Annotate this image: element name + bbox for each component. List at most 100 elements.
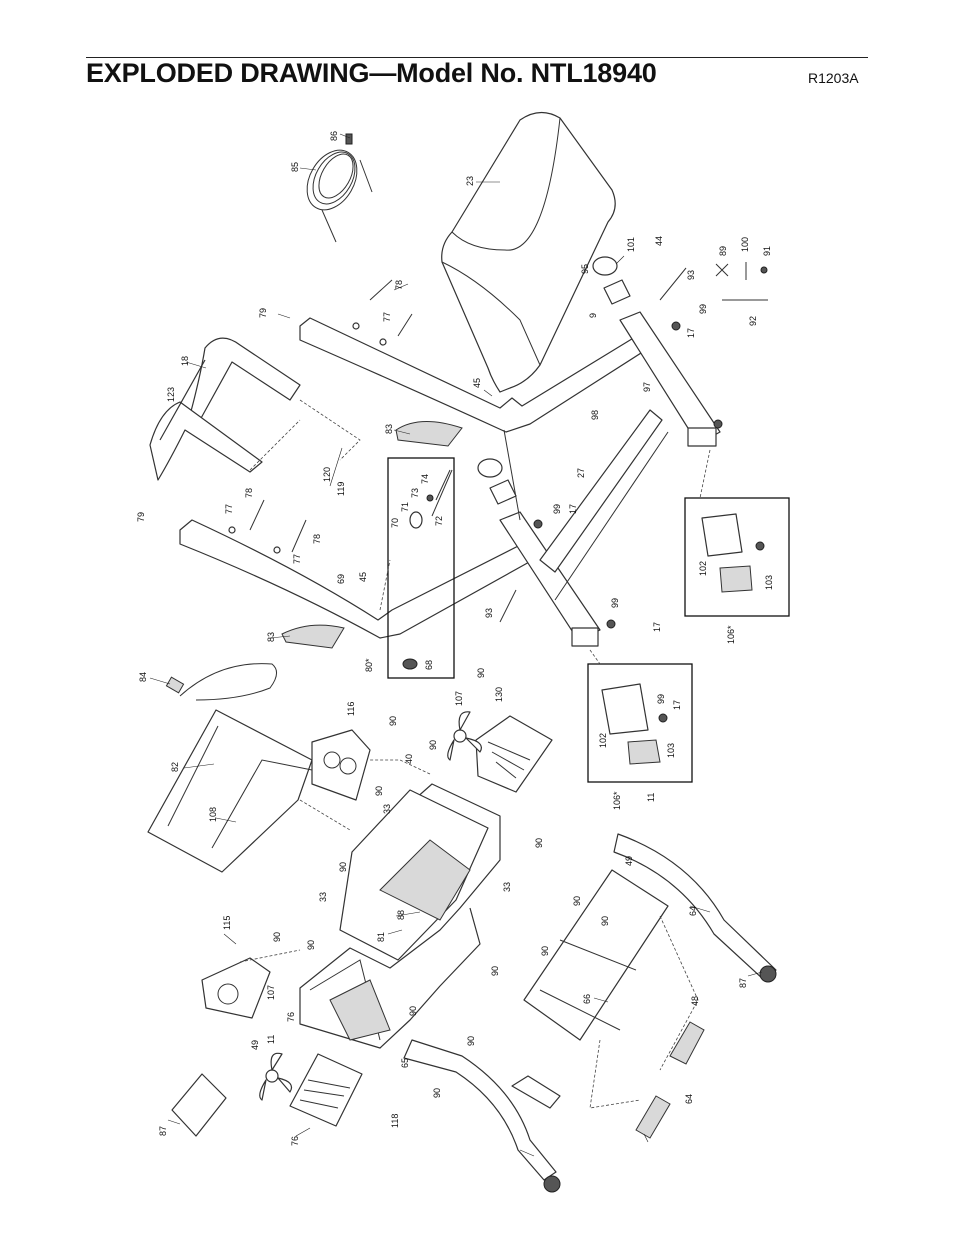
upright-right-64 [613, 833, 777, 983]
wheel-assemblies [477, 256, 631, 505]
shroud-lower [281, 624, 345, 649]
callout-label: 17 [686, 328, 696, 338]
callout-label: 78 [312, 534, 322, 544]
callout-label: 103 [666, 743, 676, 758]
callout-label: 71 [400, 502, 410, 512]
fan-107-lower [259, 1052, 293, 1101]
callout-label: 90 [408, 1006, 418, 1016]
handrail-upper [149, 337, 301, 481]
callout-label: 90 [428, 740, 438, 750]
callout-label: 77 [224, 504, 234, 514]
callout-label: 74 [420, 474, 430, 484]
callout-label: 78 [394, 280, 404, 290]
end-cap-parts [601, 513, 753, 765]
callout-label: 90 [476, 668, 486, 678]
belt-clip [165, 676, 185, 694]
callout-label: 84 [138, 672, 148, 682]
callout-label: 17 [652, 622, 662, 632]
callout-label: 27 [576, 468, 586, 478]
callout-label: 99 [698, 304, 708, 314]
page-title: EXPLODED DRAWING—Model No. NTL18940 [86, 58, 657, 88]
base-housing [299, 783, 501, 1049]
callout-label: 48 [690, 996, 700, 1006]
callout-label: 11 [646, 793, 656, 802]
hardware-bolts [228, 267, 765, 723]
callout-label: 49 [250, 1040, 260, 1050]
assembly-lines [239, 399, 711, 1109]
callout-label: 100 [740, 237, 750, 252]
callout-label: 68 [424, 660, 434, 670]
callout-label: 90 [600, 916, 610, 926]
callout-label: 90 [272, 932, 282, 942]
callout-label: 88 [396, 910, 406, 920]
callout-label: 65 [400, 1058, 410, 1068]
callout-label: 90 [432, 1088, 442, 1098]
callout-label: 33 [318, 892, 328, 902]
callout-label: 44 [654, 236, 664, 246]
small-parts-right [715, 262, 768, 301]
fan-housing-115 [201, 957, 271, 1019]
callout-label: 73 [410, 488, 420, 498]
fan-housing-116 [311, 729, 371, 801]
callout-label: 83 [266, 632, 276, 642]
callout-label: 85 [290, 162, 300, 172]
callout-label: 45 [358, 572, 368, 582]
callout-label: 40 [404, 754, 414, 764]
callout-label: 116 [346, 702, 356, 716]
manual-box [171, 1073, 227, 1137]
callout-label: 95 [580, 264, 590, 274]
callout-label: 76 [290, 1136, 300, 1146]
fan-107-upper [447, 711, 482, 761]
detail-box-106-upper [684, 497, 790, 617]
callout-label: 87 [738, 978, 748, 988]
callout-label: 130 [494, 687, 504, 702]
callout-label: 97 [642, 382, 652, 392]
callout-label: 87 [158, 1126, 168, 1136]
cap-76-upper [669, 1021, 705, 1065]
callout-label: 107 [266, 985, 276, 1000]
leader-lines [149, 133, 763, 1157]
detail-box-80 [387, 457, 455, 679]
callout-label: 91 [762, 246, 772, 256]
callout-label: 72 [434, 516, 444, 526]
console-pan [147, 709, 313, 873]
callout-label: 23 [465, 176, 475, 186]
header-rule [86, 57, 868, 58]
callout-label: 92 [748, 316, 758, 326]
drawing-code: R1203A [808, 70, 859, 86]
grille-65 [289, 1053, 363, 1127]
callout-label: 83 [384, 424, 394, 434]
motor-hood [441, 111, 616, 393]
upright-left-64 [403, 1039, 561, 1193]
callout-label: 49 [624, 856, 634, 866]
callout-label: 81 [376, 932, 386, 942]
shroud-upper [395, 420, 463, 447]
callout-label: 107 [454, 691, 464, 706]
callout-label: 66 [582, 994, 592, 1004]
belt-loop [179, 663, 277, 701]
callout-label: 79 [136, 512, 146, 522]
callout-label: 77 [292, 554, 302, 564]
callout-label: 103 [764, 575, 774, 590]
callout-label: 78 [244, 488, 254, 498]
callout-label: 115 [222, 916, 232, 930]
callout-label: 64 [688, 906, 698, 916]
callout-label: 90 [388, 716, 398, 726]
callout-label: 123 [166, 387, 176, 402]
cap-76-lower [635, 1095, 671, 1139]
upright-frame [179, 311, 721, 647]
callout-label: 106* [612, 791, 622, 810]
callout-label: 118 [390, 1114, 400, 1128]
callout-label: 98 [590, 410, 600, 420]
callout-label: 79 [258, 308, 268, 318]
callout-label: 90 [306, 940, 316, 950]
callout-label: 108 [208, 807, 218, 822]
callout-label: 11 [266, 1035, 276, 1044]
callout-label: 99 [656, 694, 666, 704]
callout-label: 93 [686, 270, 696, 280]
callout-label: 90 [338, 862, 348, 872]
callout-label: 82 [170, 762, 180, 772]
callout-label: 101 [626, 237, 636, 252]
callout-label: 17 [672, 700, 682, 710]
callout-label: 45 [472, 378, 482, 388]
